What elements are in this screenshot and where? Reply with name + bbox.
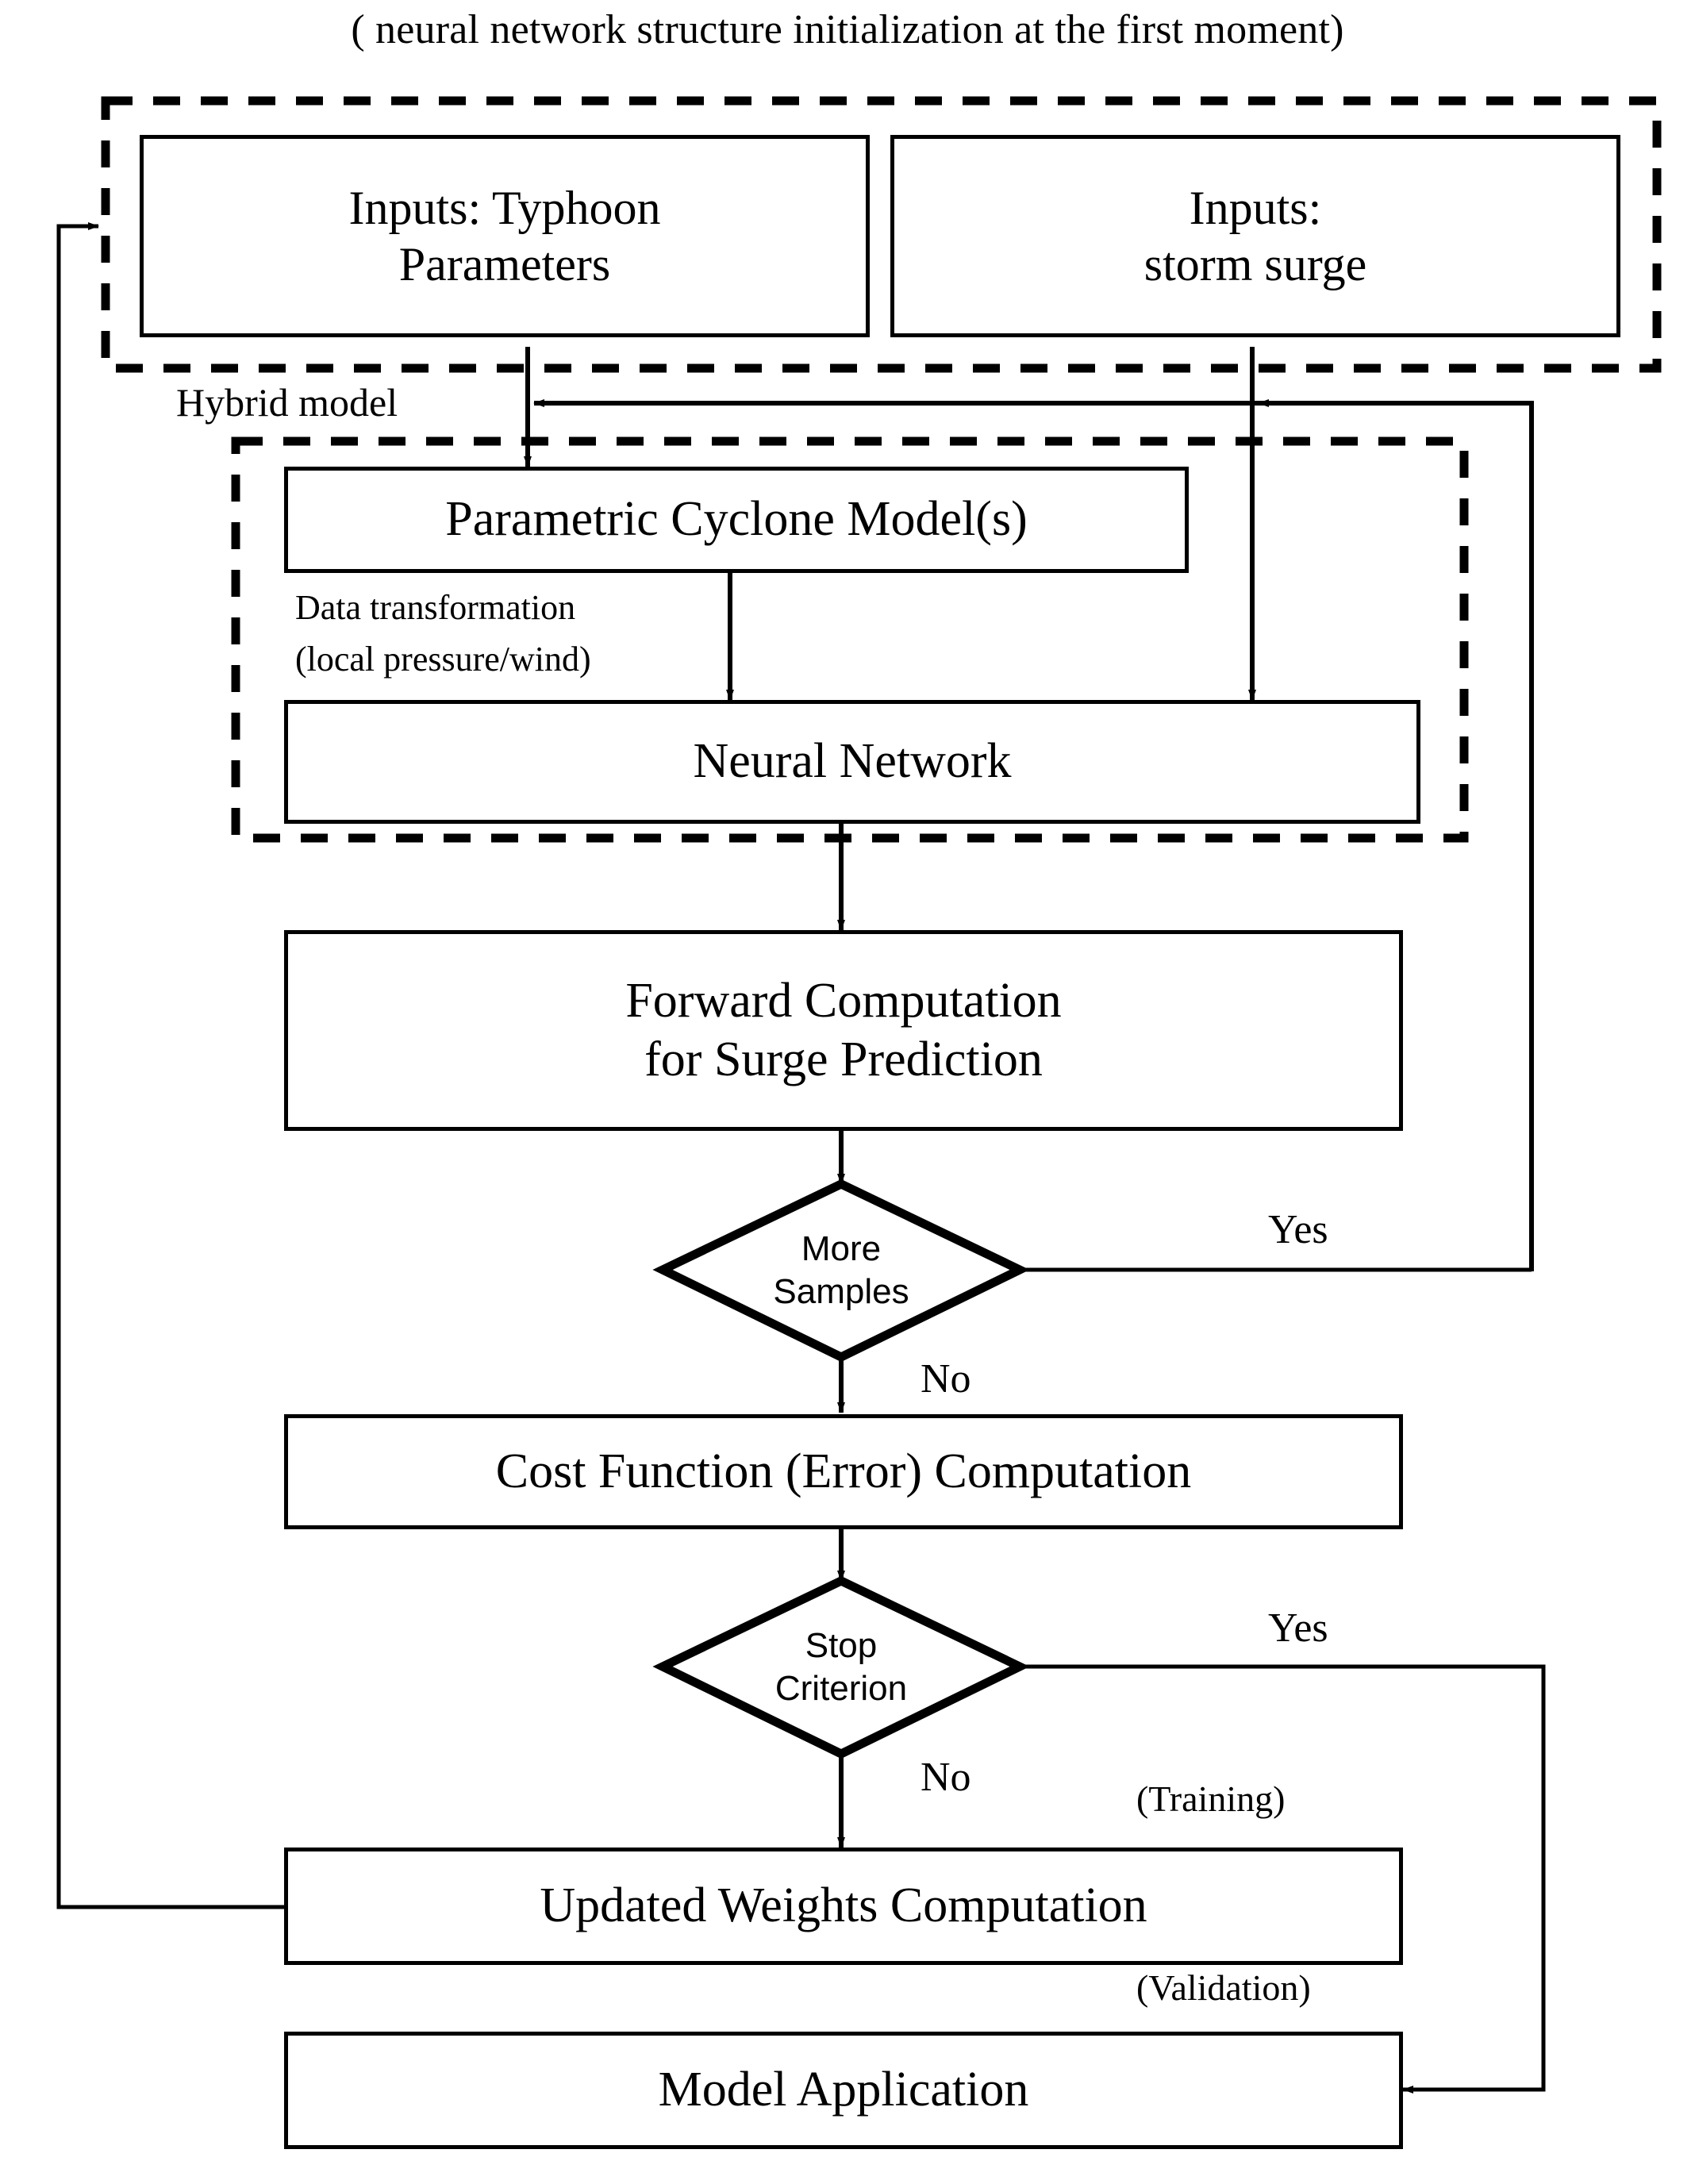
edge-stop-yes-to-model-application <box>1020 1664 1546 2094</box>
edge-more-samples-yes-return <box>533 399 1534 1271</box>
forward-line-2: for Surge Prediction <box>644 1032 1043 1086</box>
node-forward-computation-label: Forward Computation for Surge Prediction <box>613 972 1074 1088</box>
dashed-group-initialization <box>101 96 1662 373</box>
typhoon-line-1: Inputs: Typhoon <box>348 181 661 234</box>
node-model-application[interactable]: Model Application <box>284 2032 1403 2149</box>
label-more-samples-yes: Yes <box>1268 1207 1328 1252</box>
label-stop-criterion-yes: Yes <box>1268 1605 1328 1651</box>
stop-criterion-line-1: Stop <box>805 1626 878 1666</box>
node-parametric-cyclone-model-label: Parametric Cyclone Model(s) <box>445 492 1028 547</box>
label-training: (Training) <box>1136 1778 1286 1819</box>
label-hybrid-model: Hybrid model <box>176 380 398 425</box>
surge-line-1: Inputs: <box>1189 181 1322 234</box>
decision-more-samples-label: More Samples <box>663 1184 1020 1357</box>
more-samples-line-2: Samples <box>773 1272 909 1311</box>
decision-more-samples[interactable]: More Samples <box>663 1184 1020 1357</box>
node-inputs-typhoon-parameters-label: Inputs: Typhoon Parameters <box>336 180 673 293</box>
typhoon-line-2: Parameters <box>398 237 611 290</box>
more-samples-line-1: More <box>801 1229 882 1269</box>
label-more-samples-no: No <box>921 1356 971 1402</box>
node-cost-function-label: Cost Function (Error) Computation <box>495 1444 1192 1498</box>
surge-line-2: storm surge <box>1143 237 1367 290</box>
stop-criterion-line-2: Criterion <box>774 1669 908 1708</box>
decision-stop-criterion-label: Stop Criterion <box>663 1581 1020 1754</box>
node-forward-computation[interactable]: Forward Computation for Surge Prediction <box>284 930 1403 1131</box>
node-inputs-storm-surge-label: Inputs: storm surge <box>1132 180 1380 293</box>
node-updated-weights-computation-label: Updated Weights Computation <box>540 1878 1147 1933</box>
node-updated-weights-computation[interactable]: Updated Weights Computation <box>284 1848 1403 1965</box>
label-validation: (Validation) <box>1136 1967 1311 2008</box>
node-inputs-storm-surge[interactable]: Inputs: storm surge <box>890 135 1620 337</box>
node-model-application-label: Model Application <box>658 2063 1029 2117</box>
node-neural-network-label: Neural Network <box>693 734 1012 789</box>
node-neural-network[interactable]: Neural Network <box>284 700 1420 824</box>
node-parametric-cyclone-model[interactable]: Parametric Cyclone Model(s) <box>284 467 1189 573</box>
diagram-caption: ( neural network structure initializatio… <box>351 7 1344 52</box>
forward-line-1: Forward Computation <box>625 974 1062 1029</box>
dashed-group-hybrid-model <box>231 436 1469 843</box>
decision-stop-criterion[interactable]: Stop Criterion <box>663 1581 1020 1754</box>
label-data-transformation-line-1: Data transformation <box>295 588 576 627</box>
edge-updated-weights-feedback-loop <box>56 222 284 1909</box>
label-data-transformation-line-2: (local pressure/wind) <box>295 640 591 679</box>
label-stop-criterion-no: No <box>921 1755 971 1800</box>
node-cost-function[interactable]: Cost Function (Error) Computation <box>284 1414 1403 1529</box>
node-inputs-typhoon-parameters[interactable]: Inputs: Typhoon Parameters <box>140 135 870 337</box>
